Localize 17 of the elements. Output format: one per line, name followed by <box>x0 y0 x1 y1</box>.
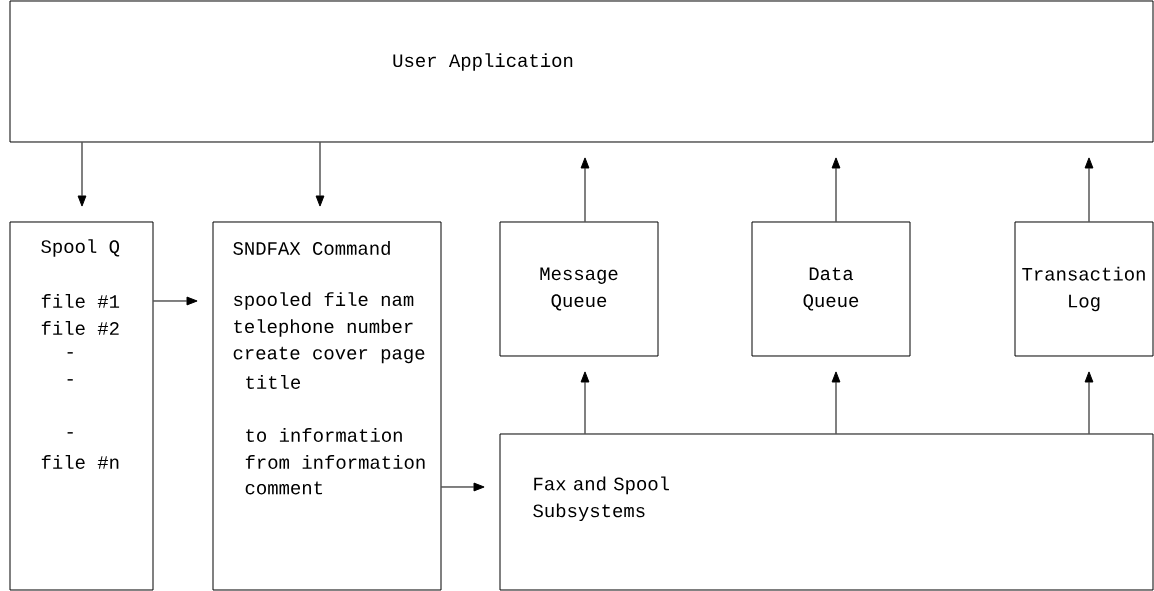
queue-box: Spool Q file #1 file #2 - - - file #n <box>9 221 154 591</box>
arrow <box>441 482 485 492</box>
arrow <box>580 371 590 434</box>
application-box: User Application <box>9 0 1154 143</box>
arrow <box>831 157 841 222</box>
log-box: Transaction Log <box>1014 221 1154 357</box>
arrow <box>77 142 87 207</box>
arrow <box>153 296 198 306</box>
arrow <box>1084 371 1094 434</box>
arrow <box>580 157 590 222</box>
queue-box: Data Queue <box>751 221 911 357</box>
command-box: SNDFAX Command spooled file nam telephone number create cover page title to information from information comment <box>212 221 442 591</box>
arrow <box>831 371 841 434</box>
arrow <box>1084 157 1094 222</box>
subsystem-box: Fax and Spool Subsystems <box>499 433 1154 591</box>
arrow <box>315 142 325 207</box>
queue-box: Message Queue <box>499 221 659 357</box>
